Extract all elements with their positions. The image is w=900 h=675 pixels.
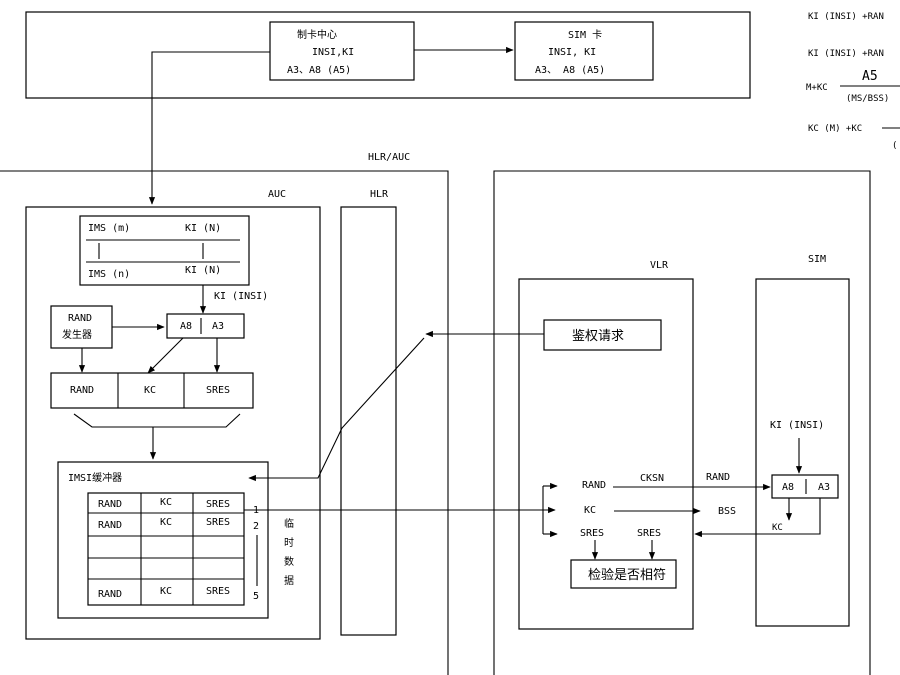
- temp-data-4: 据: [284, 574, 294, 587]
- formula-1: KI (INSI) +RAN: [808, 12, 884, 22]
- hlr-auc-frame: [0, 170, 449, 675]
- verify-box: [570, 559, 677, 589]
- temp-data-1: 临: [284, 517, 294, 530]
- ki-table-r1-left: IMS (m): [88, 223, 130, 234]
- vlr-box: [518, 278, 694, 630]
- card-center-title: 制卡中心: [297, 28, 337, 41]
- vlr-cksn: CKSN: [640, 473, 664, 484]
- buffer-r2-sres: SRES: [206, 517, 230, 528]
- auc-algo-a8: A8: [180, 321, 192, 332]
- triplet-kc: KC: [144, 385, 156, 396]
- buffer-r5-sres: SRES: [206, 586, 230, 597]
- auc-algo-a3: A3: [212, 321, 224, 332]
- row-number-2: 2: [253, 521, 259, 532]
- buffer-r5-rand: RAND: [98, 589, 122, 600]
- buffer-r2-kc: KC: [160, 517, 172, 528]
- auth-request-text: 鉴权请求: [572, 328, 624, 344]
- triplet-sres: SRES: [206, 385, 230, 396]
- auc-algo-box: [166, 313, 245, 339]
- hlr-to-buffer-arrow: [248, 337, 425, 482]
- verify-text: 检验是否相符: [588, 567, 666, 583]
- triplet-row: [50, 372, 254, 409]
- hlr-box: [340, 206, 397, 636]
- buffer-table: [87, 492, 245, 606]
- ki-table: [79, 215, 250, 286]
- formula-2: KI (INSI) +RAN: [808, 49, 884, 59]
- ki-table-r1-right: KI (N): [185, 223, 221, 234]
- triplet-rand: RAND: [70, 385, 94, 396]
- vlr-rand-to-sim: RAND: [706, 472, 730, 483]
- row-number-5: 5: [253, 591, 259, 602]
- card-center-box: [269, 21, 415, 81]
- sim-kc: KC: [772, 523, 783, 533]
- auc-label: AUC: [268, 189, 286, 200]
- sim-card-line2: INSI, KI: [548, 47, 596, 58]
- sim-card-line3: A3、 A8 (A5): [535, 65, 605, 76]
- auth-request-box: [543, 319, 662, 351]
- formula-3-top: A5: [862, 69, 878, 84]
- sim-algo-a8: A8: [782, 482, 794, 493]
- vlr-sres-left: SRES: [580, 528, 604, 539]
- rand-generator-line1: RAND: [68, 313, 92, 324]
- rand-generator-line2: 发生器: [62, 328, 92, 341]
- auc-box: [25, 206, 321, 640]
- sim-sres-arrow: [694, 498, 821, 538]
- triplet-bracket: [73, 413, 241, 428]
- sim-label: SIM: [808, 254, 826, 265]
- formula-4-bottom: (: [892, 141, 897, 151]
- buffer-r2-rand: RAND: [98, 520, 122, 531]
- hlr-label: HLR: [370, 189, 389, 200]
- card-center-line3: A3、A8 (A5): [287, 65, 351, 76]
- sim-card-box: [514, 21, 654, 81]
- buffer-r1-kc: KC: [160, 497, 172, 508]
- card-center-line2: INSI,KI: [312, 47, 354, 58]
- imsi-buffer-box: [57, 461, 269, 619]
- card-to-auc-arrow: [148, 51, 270, 205]
- sim-algo-box: [771, 474, 839, 499]
- imsi-buffer-title: IMSI缓冲器: [68, 471, 122, 484]
- algo-to-kc-arrow: [147, 337, 184, 374]
- vlr-kc: KC: [584, 505, 596, 516]
- formula-3-bottom: (MS/BSS): [846, 94, 889, 104]
- vlr-sres-right: SRES: [637, 528, 661, 539]
- hlr-auc-label: HLR/AUC: [368, 152, 410, 163]
- ki-table-r2-left: IMS (n): [88, 269, 130, 280]
- buffer-r1-rand: RAND: [98, 499, 122, 510]
- sim-box: [755, 278, 850, 627]
- ki-table-r2-right: KI (N): [185, 265, 221, 276]
- auc-ki-insi: KI (INSI): [214, 291, 268, 302]
- formula-3-left: M+KC: [806, 83, 828, 93]
- sim-algo-a3: A3: [818, 482, 830, 493]
- vlr-rand: RAND: [582, 480, 606, 491]
- buffer-r1-sres: SRES: [206, 499, 230, 510]
- buffer-r5-kc: KC: [160, 586, 172, 597]
- temp-data-3: 数: [284, 555, 294, 568]
- sim-ki-insi: KI (INSI): [770, 420, 824, 431]
- vlr-label: VLR: [650, 260, 669, 271]
- vlr-bss: BSS: [718, 506, 736, 517]
- temp-data-2: 时: [284, 537, 294, 549]
- sim-card-title: SIM 卡: [568, 28, 602, 41]
- top-frame: [25, 11, 751, 99]
- vlr-sim-frame: [493, 170, 871, 675]
- formula-4: KC (M) +KC: [808, 124, 862, 134]
